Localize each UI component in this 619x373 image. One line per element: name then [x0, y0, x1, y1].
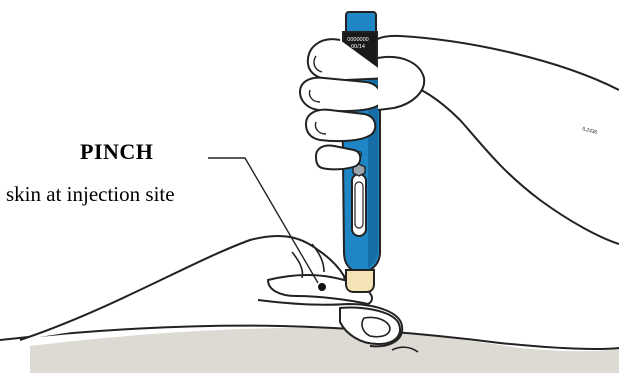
pen-label-line1: 0000000	[343, 37, 373, 44]
pen-cap	[346, 12, 376, 34]
arm-skin-surface	[30, 328, 619, 373]
needle-shield	[346, 270, 374, 292]
callout-subtitle: skin at injection site	[6, 182, 175, 207]
injection-site-dot	[318, 283, 326, 291]
callout-title: PINCH	[80, 139, 153, 165]
pen-label-line2: 00/14	[343, 44, 373, 51]
pen-label: 0000000 00/14	[343, 37, 373, 50]
